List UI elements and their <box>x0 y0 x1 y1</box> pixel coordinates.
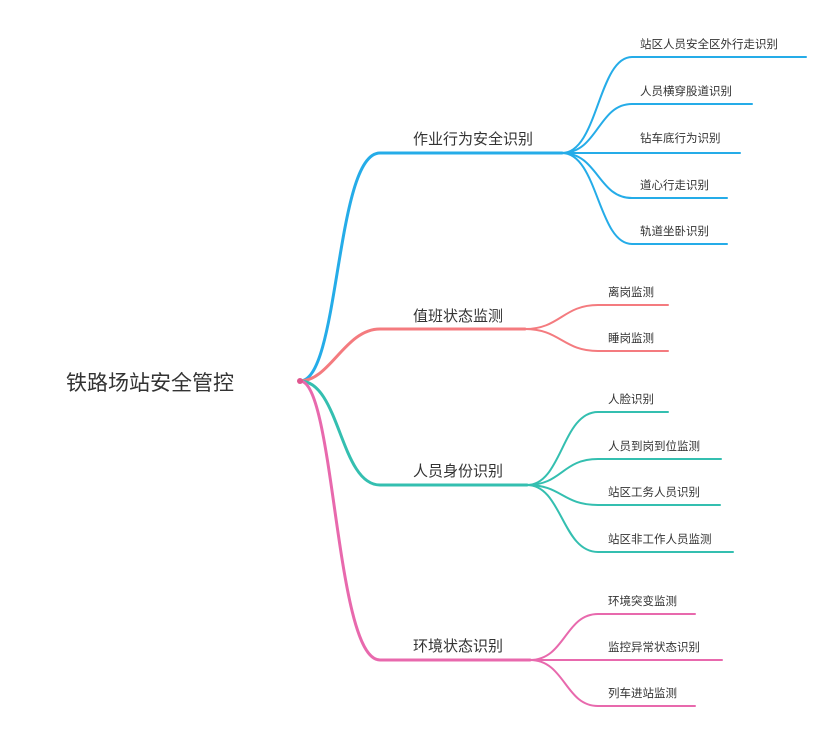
connector-leaf-0-0 <box>561 56 807 154</box>
leaf-label: 人员横穿股道识别 <box>640 84 732 98</box>
branch-label: 人员身份识别 <box>413 462 503 480</box>
connector-root-branch3 <box>298 379 532 662</box>
leaf-label: 钻车底行为识别 <box>640 131 721 145</box>
connector-leaf-1-1 <box>524 328 669 352</box>
connector-leaf-0-1 <box>561 103 753 154</box>
leaf-label: 站区人员安全区外行走识别 <box>640 37 778 51</box>
branch-identity: 人员身份识别 人脸识别 人员到岗到位监测 站区工务人员识别 站区非工作人员监测 <box>298 379 734 553</box>
connector-leaf-2-1 <box>526 458 722 486</box>
leaf-label: 列车进站监测 <box>608 686 677 700</box>
leaf-label: 环境突变监测 <box>608 594 677 608</box>
connector-leaf-3-2 <box>529 659 696 707</box>
connector-leaf-0-3 <box>561 152 728 199</box>
leaf-label: 道心行走识别 <box>640 178 709 192</box>
leaf-label: 监控异常状态识别 <box>608 640 700 654</box>
connector-leaf-3-0 <box>529 613 696 661</box>
root-junction <box>297 378 303 384</box>
leaf-label: 离岗监测 <box>608 285 654 299</box>
connector-leaf-0-4 <box>561 152 728 245</box>
connector-root-branch2 <box>298 379 529 487</box>
connector-leaf-2-3 <box>526 484 734 553</box>
leaf-label: 人脸识别 <box>608 392 654 406</box>
leaf-label: 站区工务人员识别 <box>608 485 700 499</box>
connector-root-branch0 <box>298 151 564 383</box>
branch-label: 作业行为安全识别 <box>413 130 533 148</box>
branch-work-behavior: 作业行为安全识别 站区人员安全区外行走识别 人员横穿股道识别 钻车底行为识别 道… <box>298 37 807 383</box>
branch-label: 值班状态监测 <box>413 307 503 325</box>
connector-leaf-1-0 <box>524 304 669 330</box>
leaf-label: 睡岗监测 <box>608 331 654 345</box>
branch-label: 环境状态识别 <box>413 637 503 655</box>
branch-duty-status: 值班状态监测 离岗监测 睡岗监测 <box>298 285 669 383</box>
root-node-label: 铁路场站安全管控 <box>66 371 234 395</box>
leaf-label: 人员到岗到位监测 <box>608 439 700 453</box>
connector-leaf-2-0 <box>526 411 669 486</box>
connector-root-branch1 <box>298 327 527 383</box>
branch-environment: 环境状态识别 环境突变监测 监控异常状态识别 列车进站监测 <box>298 379 723 707</box>
connector-leaf-2-2 <box>526 484 721 506</box>
leaf-label: 轨道坐卧识别 <box>640 224 709 238</box>
leaf-label: 站区非工作人员监测 <box>608 532 712 546</box>
